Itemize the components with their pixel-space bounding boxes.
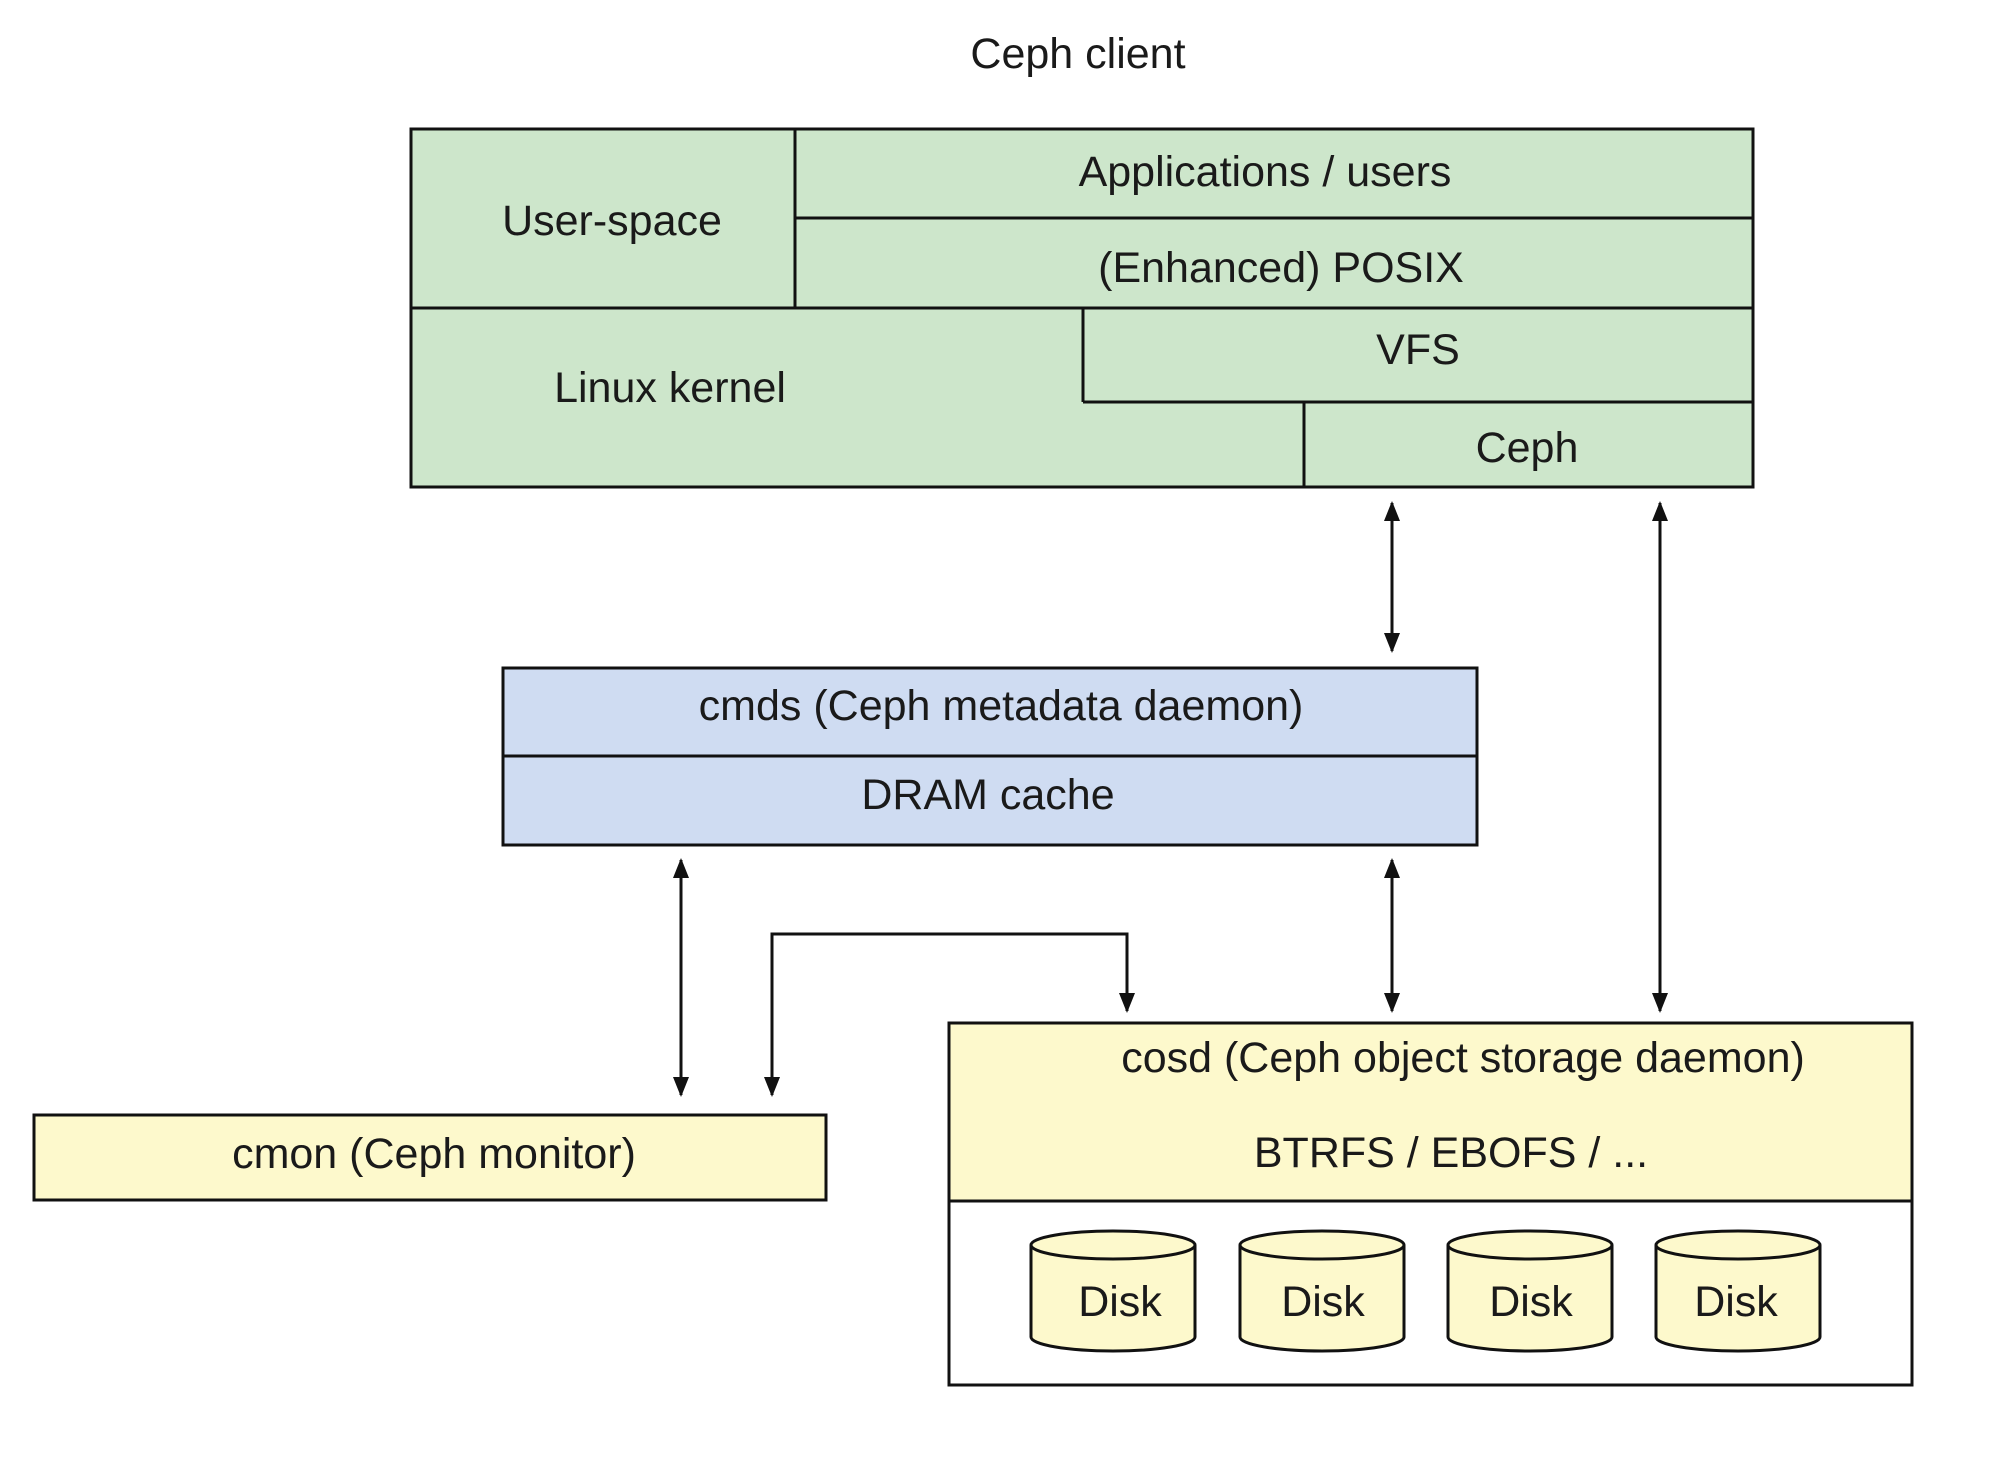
- connections: [673, 501, 1668, 1097]
- applications-label: Applications / users: [1079, 148, 1452, 196]
- disk-3-label: Disk: [1489, 1278, 1573, 1326]
- cosd-label: cosd (Ceph object storage daemon): [1121, 1034, 1805, 1082]
- disk-1-label: Disk: [1078, 1278, 1162, 1326]
- cmds-label: cmds (Ceph metadata daemon): [699, 682, 1304, 730]
- cmon-box: [32, 1113, 828, 1202]
- disk-2: Disk: [1238, 1229, 1406, 1353]
- posix-label: (Enhanced) POSIX: [1098, 244, 1464, 292]
- ceph-client-block: User-space Applications / users (Enhance…: [409, 127, 1755, 489]
- disk-2-label: Disk: [1281, 1278, 1365, 1326]
- cmon-block: cmon (Ceph monitor): [32, 1113, 828, 1202]
- dram-cache-label: DRAM cache: [861, 771, 1114, 819]
- disk-1: Disk: [1029, 1229, 1197, 1353]
- diagram-title: Ceph client: [970, 30, 1185, 78]
- filesystem-label: BTRFS / EBOFS / ...: [1254, 1129, 1648, 1177]
- arrow-cosd-to-cmon: [764, 932, 1135, 1097]
- disk-3: Disk: [1446, 1229, 1614, 1353]
- cmds-block: cmds (Ceph metadata daemon) DRAM cache: [501, 666, 1479, 847]
- cmon-label: cmon (Ceph monitor): [232, 1130, 636, 1178]
- disk-4: Disk: [1654, 1229, 1822, 1353]
- vfs-label: VFS: [1376, 326, 1460, 374]
- ceph-kernel-module-label: Ceph: [1476, 424, 1579, 472]
- linux-kernel-label: Linux kernel: [554, 364, 786, 412]
- user-space-label: User-space: [502, 197, 722, 245]
- cosd-block: cosd (Ceph object storage daemon) BTRFS …: [947, 1021, 1914, 1387]
- disk-4-label: Disk: [1694, 1278, 1778, 1326]
